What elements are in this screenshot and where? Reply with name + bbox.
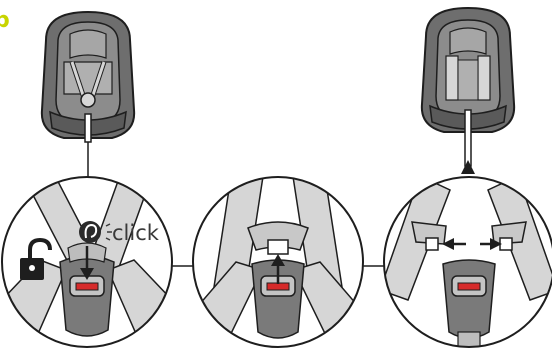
detail-circle-tongues-released [383,176,552,348]
arrow-left-icon [442,238,466,250]
car-seat-left-icon [40,10,136,143]
car-seat-right-icon [420,6,516,167]
arrow-up-icon [271,254,285,284]
ear-listen-icon [79,221,112,243]
detail-circle-buckle-in: click [1,176,173,348]
step-badge: b [0,8,10,33]
detail-circle-push-up [192,176,364,348]
arrow-up-icon [461,160,475,174]
arrow-right-icon [480,238,502,250]
unlocked-padlock-icon [20,237,52,280]
arrow-down-icon [80,246,94,280]
click-label: click [112,221,160,245]
